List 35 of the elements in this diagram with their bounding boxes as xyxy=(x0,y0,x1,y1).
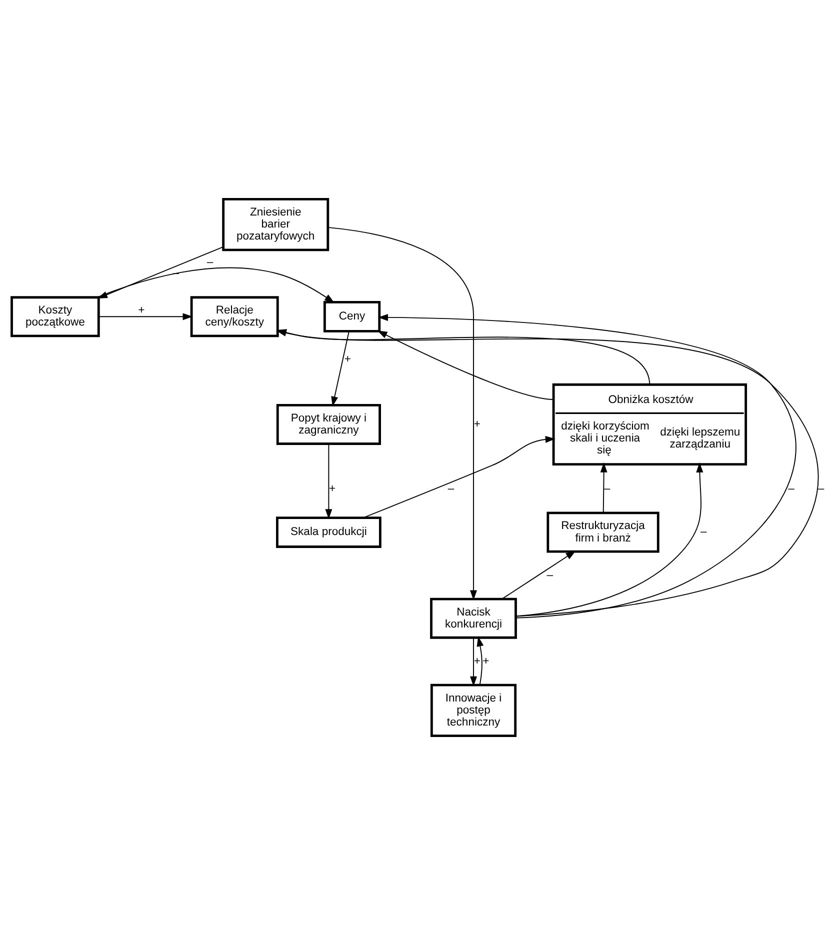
node-box: Innowacje i postęp techniczny xyxy=(430,683,517,736)
arrow xyxy=(362,435,556,518)
node-box: Zniesienie barier pozataryfowych xyxy=(222,198,330,251)
edge-label: + xyxy=(138,304,145,316)
arrow xyxy=(331,330,350,406)
node-box: Nacisk konkurencji xyxy=(430,597,517,638)
node-box: Obniżka kosztów dzięki korzyściom skali i uczenia się dzięki lepszemu zarządzaniu xyxy=(552,382,748,465)
edge-label: – xyxy=(604,482,610,495)
arrow xyxy=(328,226,477,600)
arrow xyxy=(515,462,704,616)
arrow xyxy=(600,462,608,513)
node-box: Skala produkcji xyxy=(276,516,382,548)
arrow xyxy=(470,636,477,686)
arrow xyxy=(476,636,484,686)
edge-label: – xyxy=(546,568,554,581)
arrow xyxy=(98,312,193,320)
arrow xyxy=(377,330,554,400)
node-box: Koszty początkowe xyxy=(10,296,100,337)
node-box: Relacje ceny/koszty xyxy=(190,296,279,337)
node-box: Restrukturyzacja firm i branż xyxy=(546,511,660,552)
edge-label: + xyxy=(474,654,480,667)
node-box: Ceny xyxy=(323,300,381,332)
edge-label: – xyxy=(818,482,824,495)
edge-label: – xyxy=(206,256,214,268)
edge-label: + xyxy=(329,482,336,495)
arrow xyxy=(378,313,796,618)
arrow xyxy=(502,550,576,599)
edge-label: – xyxy=(700,526,707,538)
edge-label: – xyxy=(788,482,794,495)
arrow xyxy=(325,443,332,519)
edge-label: + xyxy=(474,418,480,430)
edge-label: – xyxy=(448,482,454,495)
edge-label: + xyxy=(482,654,490,667)
edge-label: + xyxy=(344,353,351,366)
node-box: Popyt krajowy i zagraniczny xyxy=(276,403,381,444)
